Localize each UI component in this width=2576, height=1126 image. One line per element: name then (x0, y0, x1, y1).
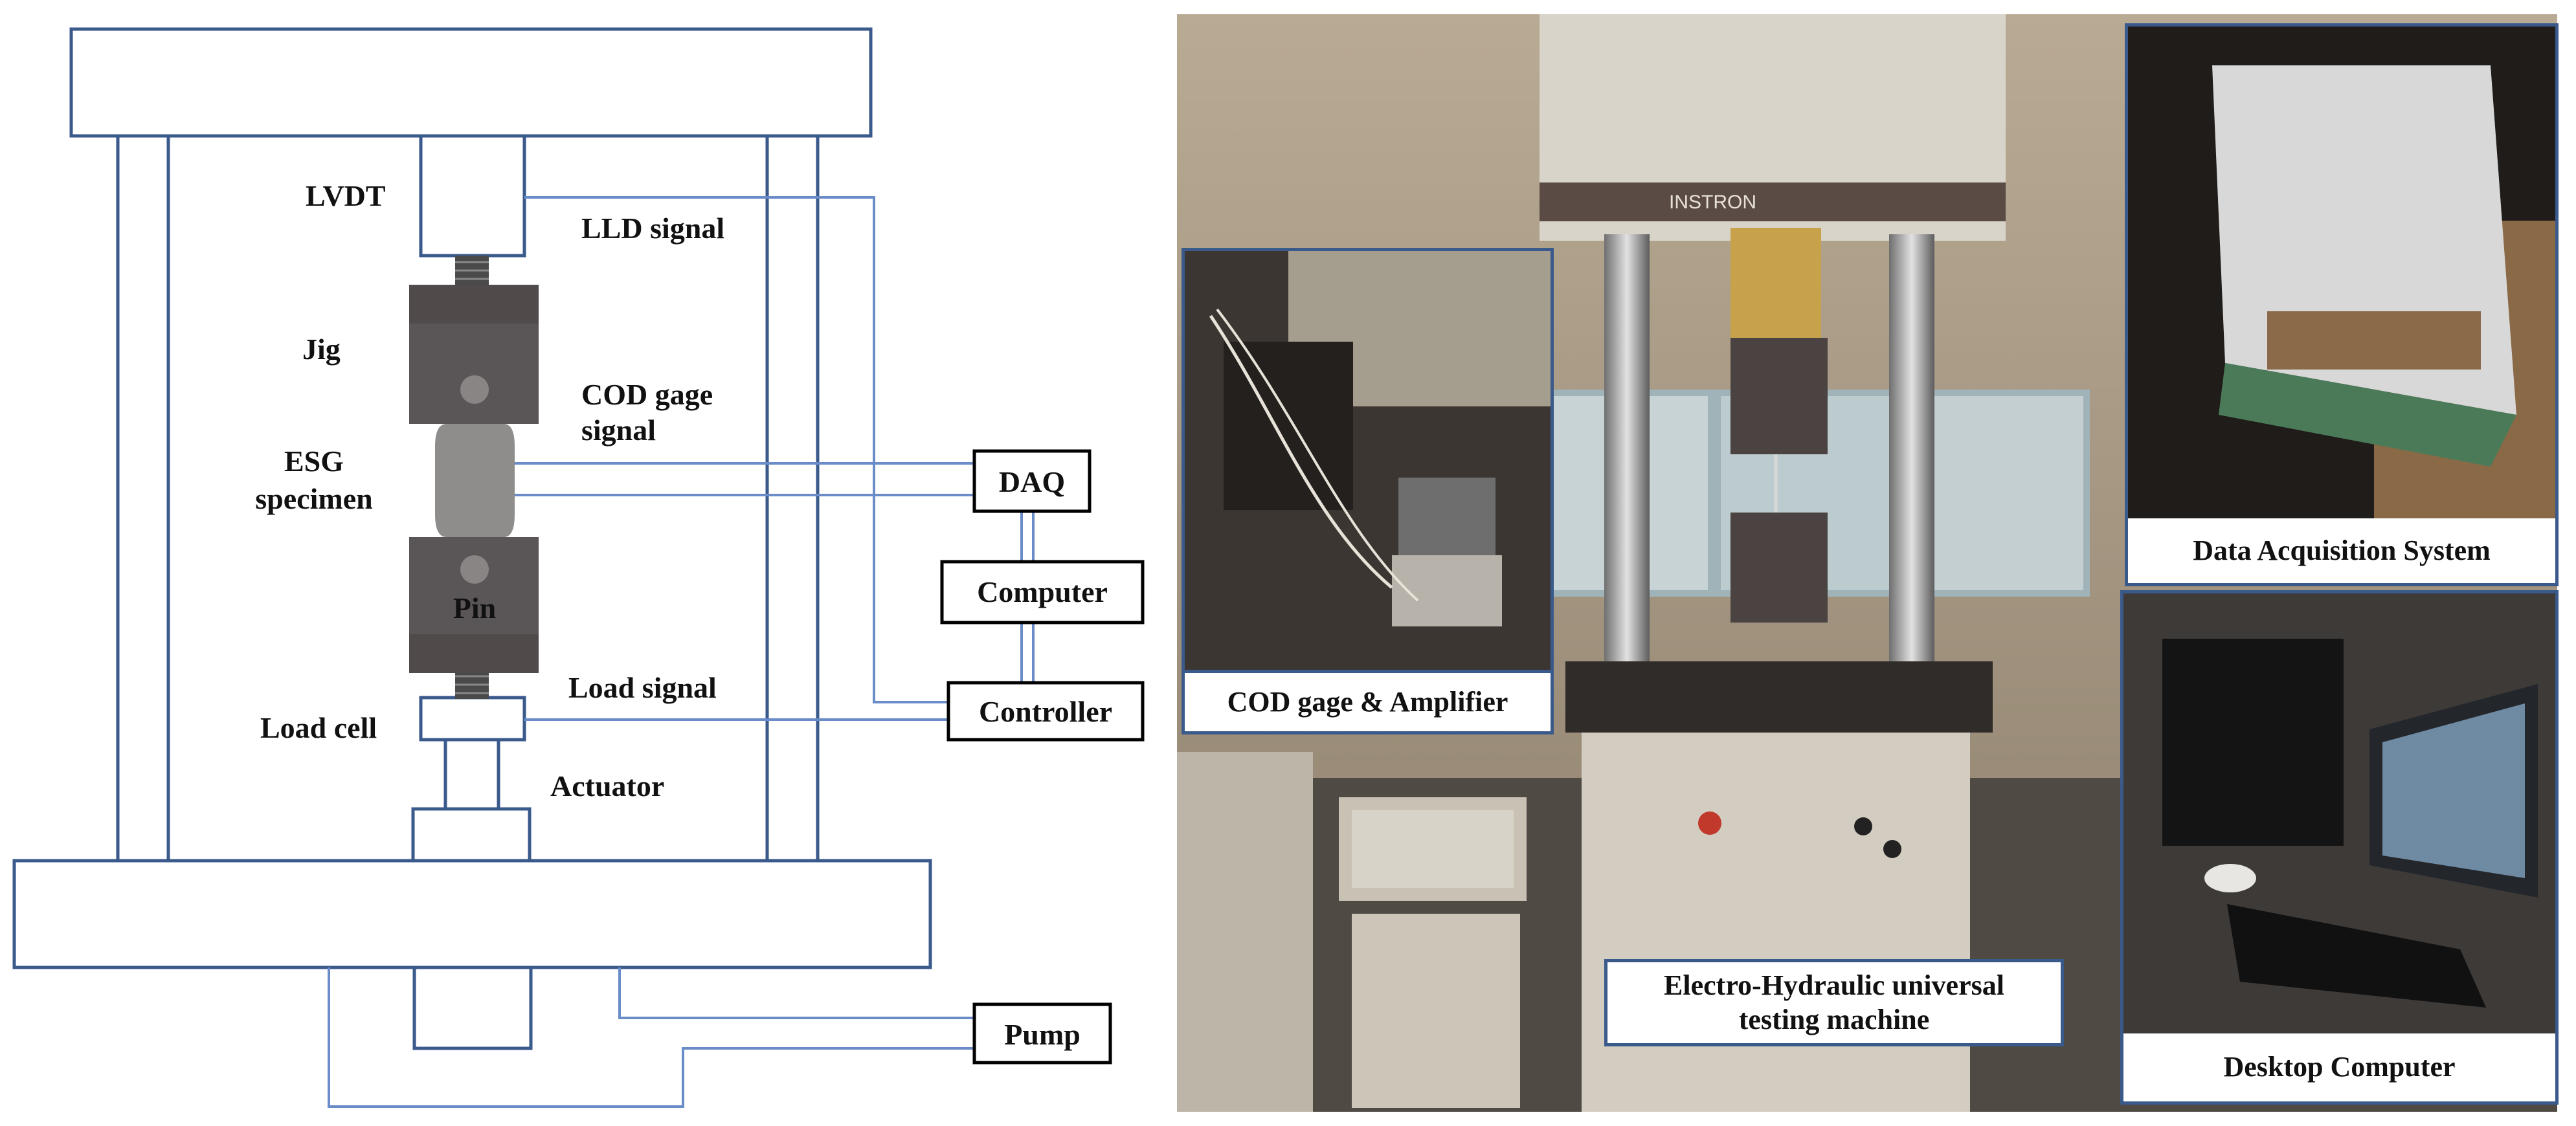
controller-box (946, 681, 1145, 742)
daq-caption-text: Data Acquisition System (2193, 534, 2491, 566)
instron-logo: INSTRON (1669, 192, 1756, 213)
pin-label: Pin (453, 591, 496, 624)
lld-signal-label: LLD signal (581, 212, 724, 245)
controller-label: Controller (979, 695, 1112, 728)
cod-gage-photo (1185, 251, 1551, 672)
desktop-caption-text: Desktop Computer (2223, 1051, 2456, 1083)
cod-gage-caption-text: COD gage & Amplifier (1227, 685, 1508, 718)
hydraulic-line-2 (328, 967, 974, 1108)
cod-signal-label-2: signal (581, 414, 656, 447)
daq-box (972, 449, 1092, 513)
machine-caption-line-2: testing machine (1738, 1003, 1930, 1035)
pump-label: Pump (1004, 1018, 1081, 1051)
top-crosshead (69, 27, 873, 138)
computer-label: Computer (977, 575, 1108, 608)
esg-label-2: specimen (255, 482, 372, 515)
left-column (116, 134, 170, 863)
pump-box (972, 1002, 1112, 1065)
desktop-inset: Desktop Computer (2120, 590, 2559, 1105)
machine-caption-line-1: Electro-Hydraulic universal (1664, 969, 2004, 1001)
machine-caption: Electro-Hydraulic universal testing mach… (1604, 959, 2064, 1046)
load-cell-label: Load cell (260, 711, 377, 744)
load-signal-label: Load signal (568, 671, 717, 704)
lvdt-label: LVDT (306, 179, 386, 212)
actuator-label: Actuator (550, 769, 664, 802)
lvdt-block (419, 134, 526, 258)
cod-signal-label-1: COD gage (581, 378, 713, 411)
jig-label: Jig (302, 333, 341, 366)
base-platform (12, 859, 932, 969)
cod-gage-caption: COD gage & Amplifier (1182, 670, 1554, 734)
lower-cylinder (412, 966, 533, 1050)
daq-caption: Data Acquisition System (2125, 518, 2559, 586)
lower-jig (409, 537, 539, 673)
computer-box (940, 560, 1145, 624)
daq-photo (2128, 27, 2555, 518)
cod-gage-inset: COD gage & Amplifier (1182, 248, 1554, 734)
right-column (765, 134, 820, 863)
test-setup-schematic: DAQ Computer Controller Pump LVDT LLD si… (12, 27, 1145, 1108)
esg-label-1: ESG (284, 445, 344, 478)
daq-inset: Data Acquisition System (2125, 23, 2559, 586)
esg-specimen (435, 424, 515, 537)
actuator-body (411, 807, 532, 863)
load-cell-block (419, 696, 526, 742)
daq-label: DAQ (999, 465, 1065, 498)
actuator-rod (443, 738, 500, 811)
desktop-caption: Desktop Computer (2120, 1033, 2559, 1105)
upper-jig (409, 285, 539, 424)
desktop-photo (2123, 593, 2555, 1033)
lld-signal-line (524, 196, 948, 703)
upper-thread (455, 256, 489, 288)
hydraulic-line-1 (618, 967, 974, 1019)
